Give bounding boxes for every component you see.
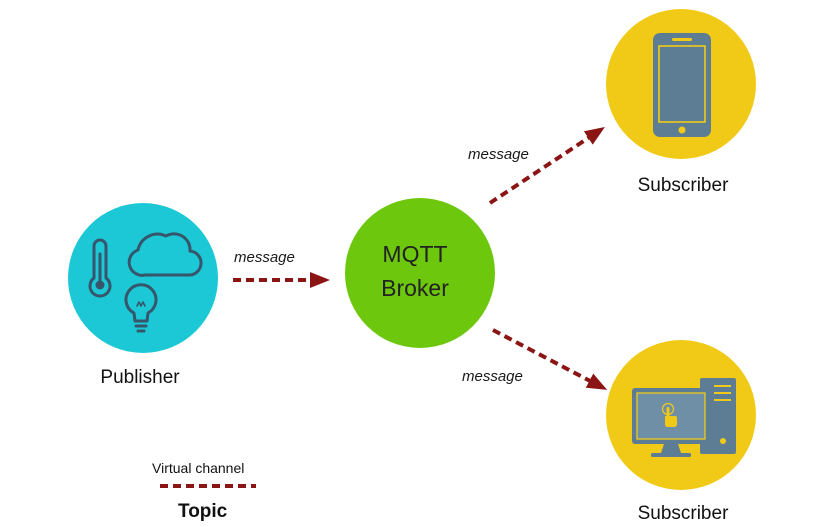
broker-node: MQTT Broker [345,198,495,348]
subscriber-top-node: Subscriber [606,9,756,196]
broker-title-line1: MQTT [382,241,447,267]
thermometer-icon [88,238,112,298]
subscriber-bottom-label: Subscriber [638,503,729,524]
lightbulb-glass [124,283,158,323]
legend-caption: Virtual channel [152,460,244,476]
edge-label-broker-subscriber-top: message [468,146,529,163]
edge-broker-subscriber-bottom: message [462,328,608,390]
subscriber-bottom-node: Subscriber [606,340,756,524]
hand-pointer-icon [661,402,677,427]
edge-label-publisher-broker: message [234,249,295,266]
publisher-node: Publisher [68,203,218,388]
subscriber-top-label: Subscriber [638,175,729,196]
monitor-stand [661,444,681,453]
broker-title-line2: Broker [381,275,449,301]
thermometer-body [88,238,112,298]
monitor-base [651,453,691,457]
smartphone-home-button [678,126,686,134]
thermometer-bulb-fill [95,280,105,290]
publisher-label: Publisher [100,367,180,388]
pointer-palm [665,416,677,427]
arrow-broker-to-subscriber-bottom [492,328,608,390]
legend: Virtual channel Topic [152,460,256,522]
publisher-circle [68,203,218,353]
smartphone-screen [658,45,706,123]
desktop-computer-icon [632,378,736,457]
broker-circle [345,198,495,348]
edge-publisher-broker: message [233,249,330,288]
edge-broker-subscriber-top: message [468,126,605,205]
legend-title: Topic [178,501,228,522]
tower-power-button [720,438,726,444]
smartphone-speaker [672,38,692,41]
lightbulb-filament [136,301,146,307]
smartphone-icon [653,33,711,137]
cloud-icon [127,232,203,277]
arrow-broker-to-subscriber-top [488,126,605,205]
lightbulb-icon [124,283,158,333]
edge-label-broker-subscriber-bottom: message [462,368,523,385]
